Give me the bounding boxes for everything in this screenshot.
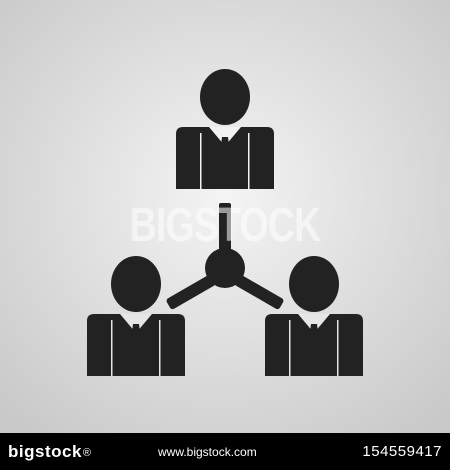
- brand-name: bigstock: [8, 442, 82, 461]
- footer-bar: bigstock® www.bigstock.com 154559417: [0, 433, 450, 470]
- image-id: 154559417: [362, 443, 442, 460]
- footer-url: www.bigstock.com: [158, 445, 257, 459]
- brand-registered-mark: ®: [82, 446, 92, 459]
- network-people-illustration: [0, 0, 450, 433]
- person-top-icon: [176, 69, 274, 189]
- person-bottom-left-icon: [87, 256, 185, 376]
- connector-lines: [166, 203, 284, 310]
- person-bottom-right-icon: [265, 256, 363, 376]
- watermark-text: BIGSTOCK: [129, 199, 321, 252]
- footer-brand: bigstock®: [8, 442, 92, 462]
